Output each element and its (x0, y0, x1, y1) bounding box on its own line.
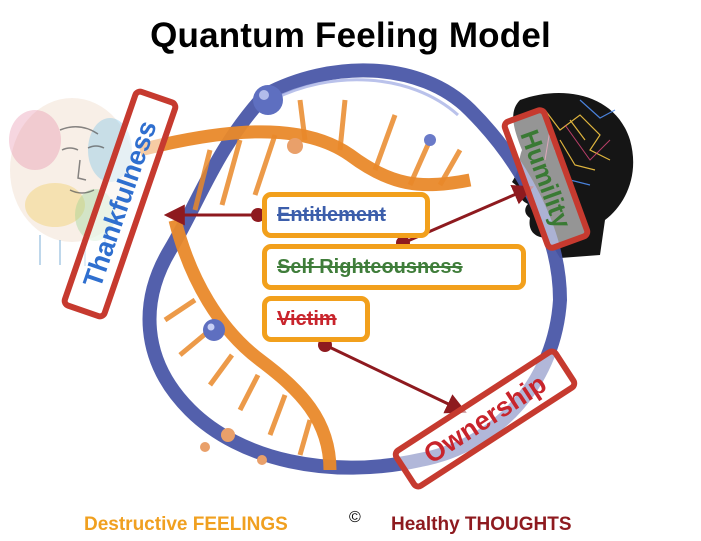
sphere (253, 85, 283, 115)
footer-destructive-feelings: Destructive FEELINGS (84, 514, 288, 535)
feeling-entitlement: Entitlement (262, 192, 430, 238)
helix-orange-strand (138, 125, 472, 471)
footer-healthy-thoughts: Healthy THOUGHTS (391, 514, 572, 535)
feeling-victim: Victim (262, 296, 370, 342)
page-title: Quantum Feeling Model (150, 16, 551, 55)
copyright-symbol: © (349, 509, 361, 526)
arrow-victim-ownership (324, 343, 467, 414)
helix-rungs (163, 99, 463, 456)
feeling-self-righteousness: Self Righteousness (262, 244, 526, 290)
watercolor-face-graphic (9, 98, 134, 266)
